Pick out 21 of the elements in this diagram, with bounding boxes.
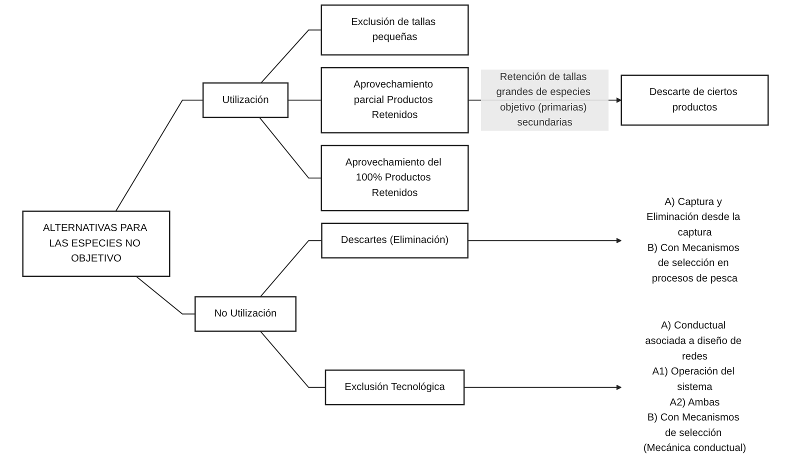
node-box: Exclusión de tallas pequeñas (320, 4, 469, 56)
connector (287, 100, 322, 101)
node-box: Descarte de ciertos productos (620, 74, 769, 126)
node-box: Aprovechamiento del 100% Productos Retenidos (320, 144, 469, 212)
node-text: A) Captura y Eliminación desde la captura B) Con Mecanismos de selección en procesos de pesca (646, 196, 740, 284)
connector (260, 30, 322, 84)
node-box: Utilización (202, 82, 289, 118)
arrow (464, 384, 622, 390)
connector (260, 330, 326, 388)
arrow (467, 238, 622, 244)
node-text: A) Conductual asociada a diseño de redes A1) Operación del sistema A2) Ambas B) Con Mecanismos de selección (Mecánica conductual) (643, 320, 746, 454)
node-box: No Utilización (194, 296, 297, 332)
node-box: Exclusión Tecnológica (324, 370, 465, 406)
connector (260, 240, 322, 298)
edge-label: Retención de tallas grandes de especies objetivo (primarias) secundarias (496, 71, 590, 128)
connector (259, 116, 322, 179)
connector (136, 276, 196, 314)
node-box: Aprovechamiento parcial Productos Retenidos (320, 67, 469, 134)
connector (115, 100, 204, 212)
node-box: ALTERNATIVAS PARA LAS ESPECIES NO OBJETIVO (22, 210, 170, 277)
node-box: Descartes (Eliminación) (321, 222, 468, 258)
